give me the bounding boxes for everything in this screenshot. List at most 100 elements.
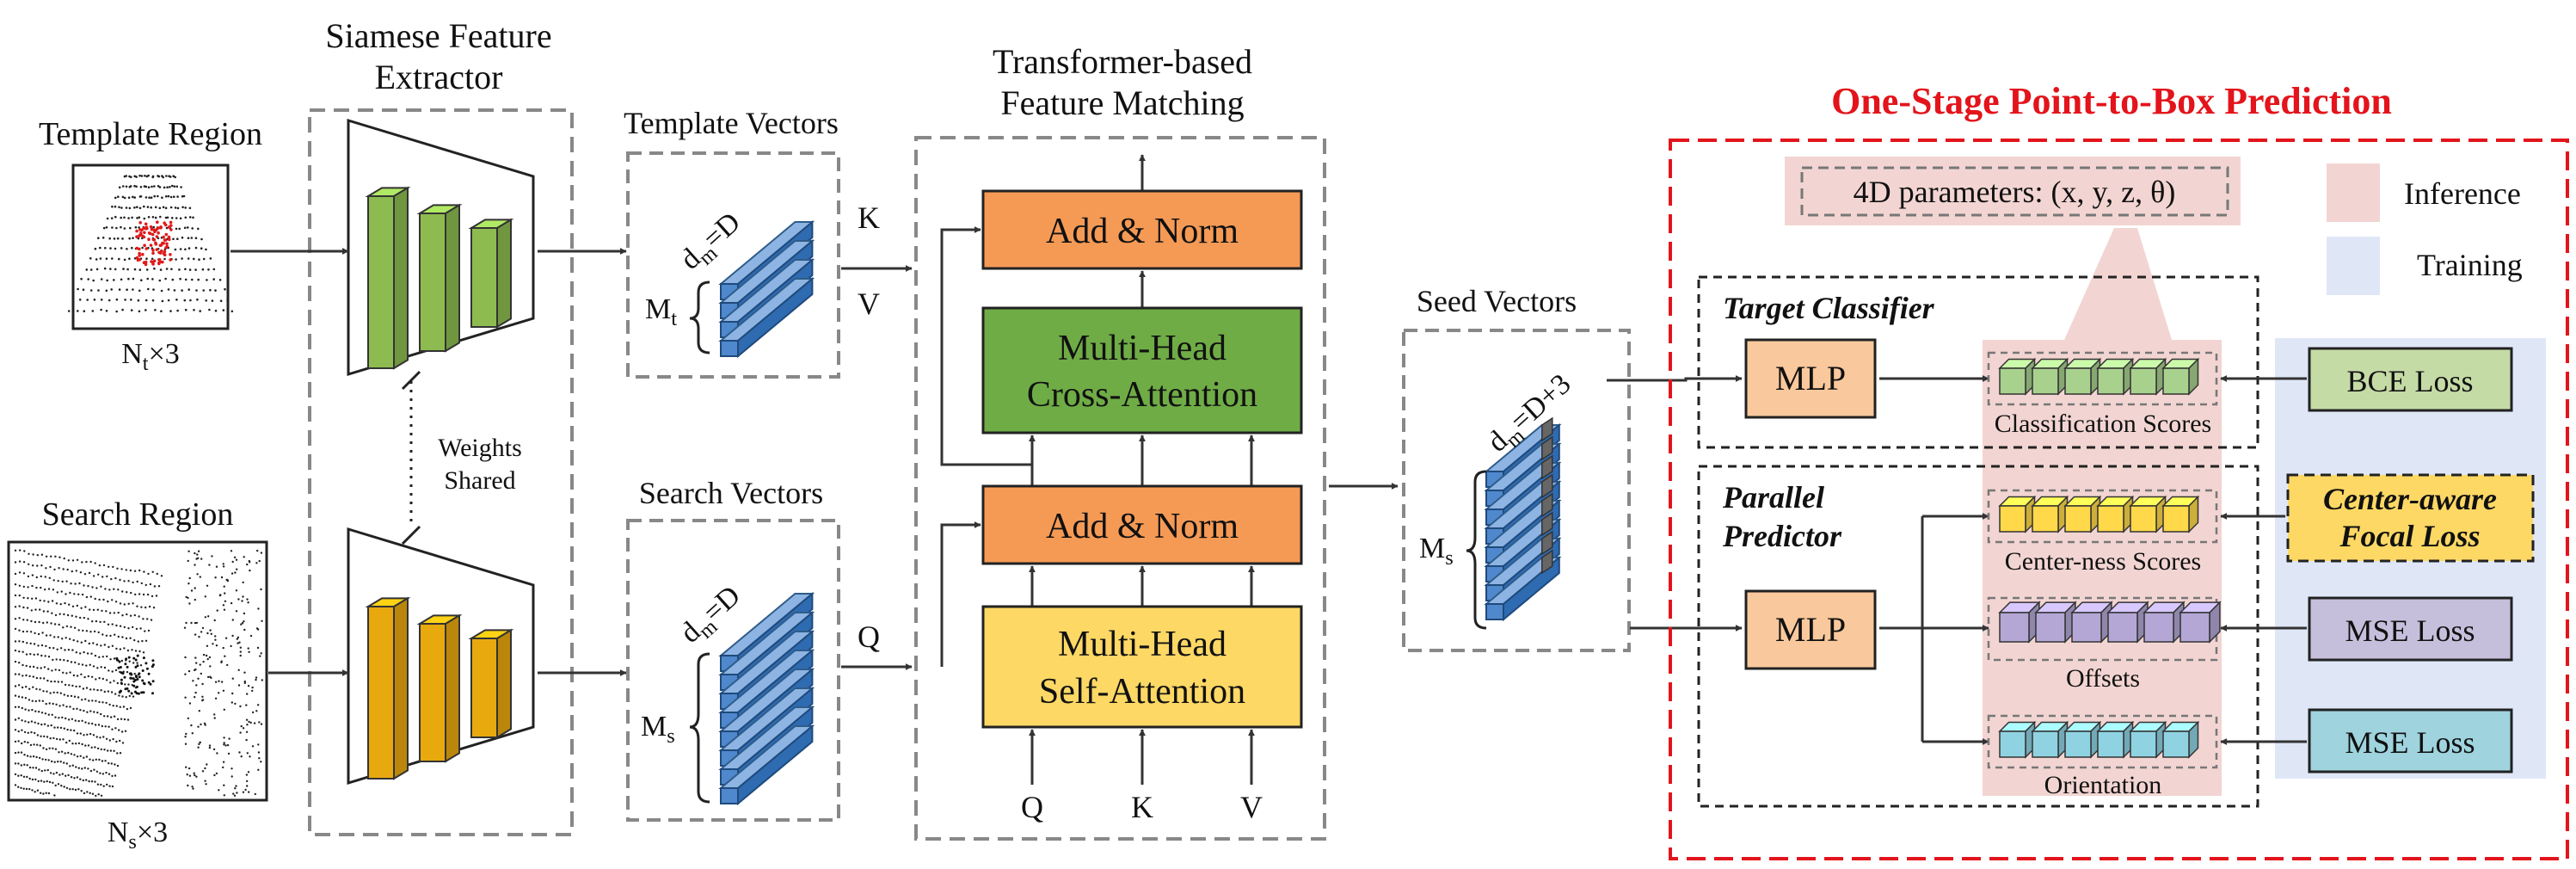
search-point [103, 690, 107, 693]
search-point [65, 706, 68, 708]
template-point [174, 176, 176, 179]
search-point [114, 601, 118, 603]
template-point [127, 217, 130, 219]
search-point [109, 749, 113, 752]
inference-column [1983, 340, 2222, 796]
template-point [139, 195, 143, 198]
weights-shared-tick-top [401, 370, 421, 391]
search-point [218, 789, 220, 792]
search-point [67, 559, 71, 562]
template-point [158, 279, 162, 282]
search-point [74, 788, 77, 792]
search-target-point [124, 687, 127, 691]
search-point [258, 757, 261, 760]
search-point [45, 748, 48, 751]
template-point [108, 237, 111, 240]
search-point [76, 755, 79, 758]
search-point [21, 706, 23, 710]
template-point [80, 277, 83, 280]
input-q-label: Q [1021, 790, 1043, 824]
search-point [224, 600, 227, 602]
search-point [22, 619, 25, 621]
search-point [194, 668, 197, 671]
search-point [81, 561, 83, 564]
search-point [246, 724, 249, 726]
search-point [93, 768, 95, 771]
search-point [126, 718, 130, 721]
search-point [239, 705, 242, 708]
search-point [14, 583, 17, 586]
search-point [255, 710, 258, 712]
template-point [162, 176, 164, 179]
search-point [22, 561, 26, 564]
search-point [110, 716, 113, 718]
search-point [199, 741, 201, 744]
template-point [129, 226, 132, 230]
template-point [209, 257, 212, 260]
template-point [172, 175, 175, 177]
template-point [167, 288, 170, 291]
search-target-point [118, 660, 121, 663]
search-point [155, 595, 158, 597]
search-point [43, 735, 46, 738]
template-point [160, 289, 163, 293]
search-point [28, 787, 31, 791]
search-point [108, 739, 111, 742]
search-point [28, 721, 30, 724]
search-point [243, 628, 246, 632]
search-point [235, 610, 238, 613]
search-point [105, 701, 108, 705]
template-point [153, 185, 156, 188]
search-point [98, 677, 101, 680]
search-point [224, 637, 228, 639]
search-point [37, 644, 40, 647]
search-point [97, 573, 100, 576]
template-point [166, 216, 169, 219]
template-target-point [167, 225, 171, 229]
search-point [117, 635, 120, 638]
search-point [214, 697, 218, 700]
template-point [200, 247, 203, 250]
search-point [139, 664, 143, 667]
mse-loss-offsets-block [2308, 596, 2513, 662]
search-point [82, 629, 84, 632]
search-point [113, 612, 116, 614]
search-point [101, 656, 105, 658]
search-point [78, 685, 81, 688]
search-point [29, 642, 32, 645]
search-point [113, 588, 115, 590]
template-point [218, 279, 222, 281]
search-point [115, 705, 118, 707]
search-point [83, 792, 86, 795]
transformer-title-line1: Transformer-based [993, 42, 1252, 81]
search-point [55, 658, 58, 661]
encoder-layer-face [367, 606, 395, 780]
transformer-feature-matching: Transformer-based Feature Matching Add &… [914, 42, 1326, 841]
template-target-point [157, 257, 162, 262]
search-point [243, 612, 246, 615]
search-point [18, 584, 22, 587]
search-point [76, 604, 79, 607]
search-point [108, 725, 110, 728]
search-point [46, 768, 49, 772]
encoder-layer-face [470, 227, 498, 328]
template-vectors-count: Mt [645, 293, 677, 330]
vector-extra-dims [1541, 511, 1553, 537]
search-point [14, 606, 17, 608]
search-point [55, 737, 58, 741]
template-point [178, 268, 181, 271]
search-point [261, 619, 263, 622]
template-point [126, 248, 128, 250]
search-point [48, 646, 51, 650]
search-point [82, 687, 85, 690]
template-target-point [162, 252, 166, 256]
search-point [220, 681, 224, 683]
cube-front [2107, 612, 2138, 643]
search-point [44, 655, 46, 657]
search-point [72, 707, 75, 711]
weights-shared-line2: Shared [444, 466, 515, 495]
search-point [245, 773, 249, 776]
self-attention-line2: Self-Attention [1039, 672, 1245, 712]
template-point [194, 268, 197, 271]
